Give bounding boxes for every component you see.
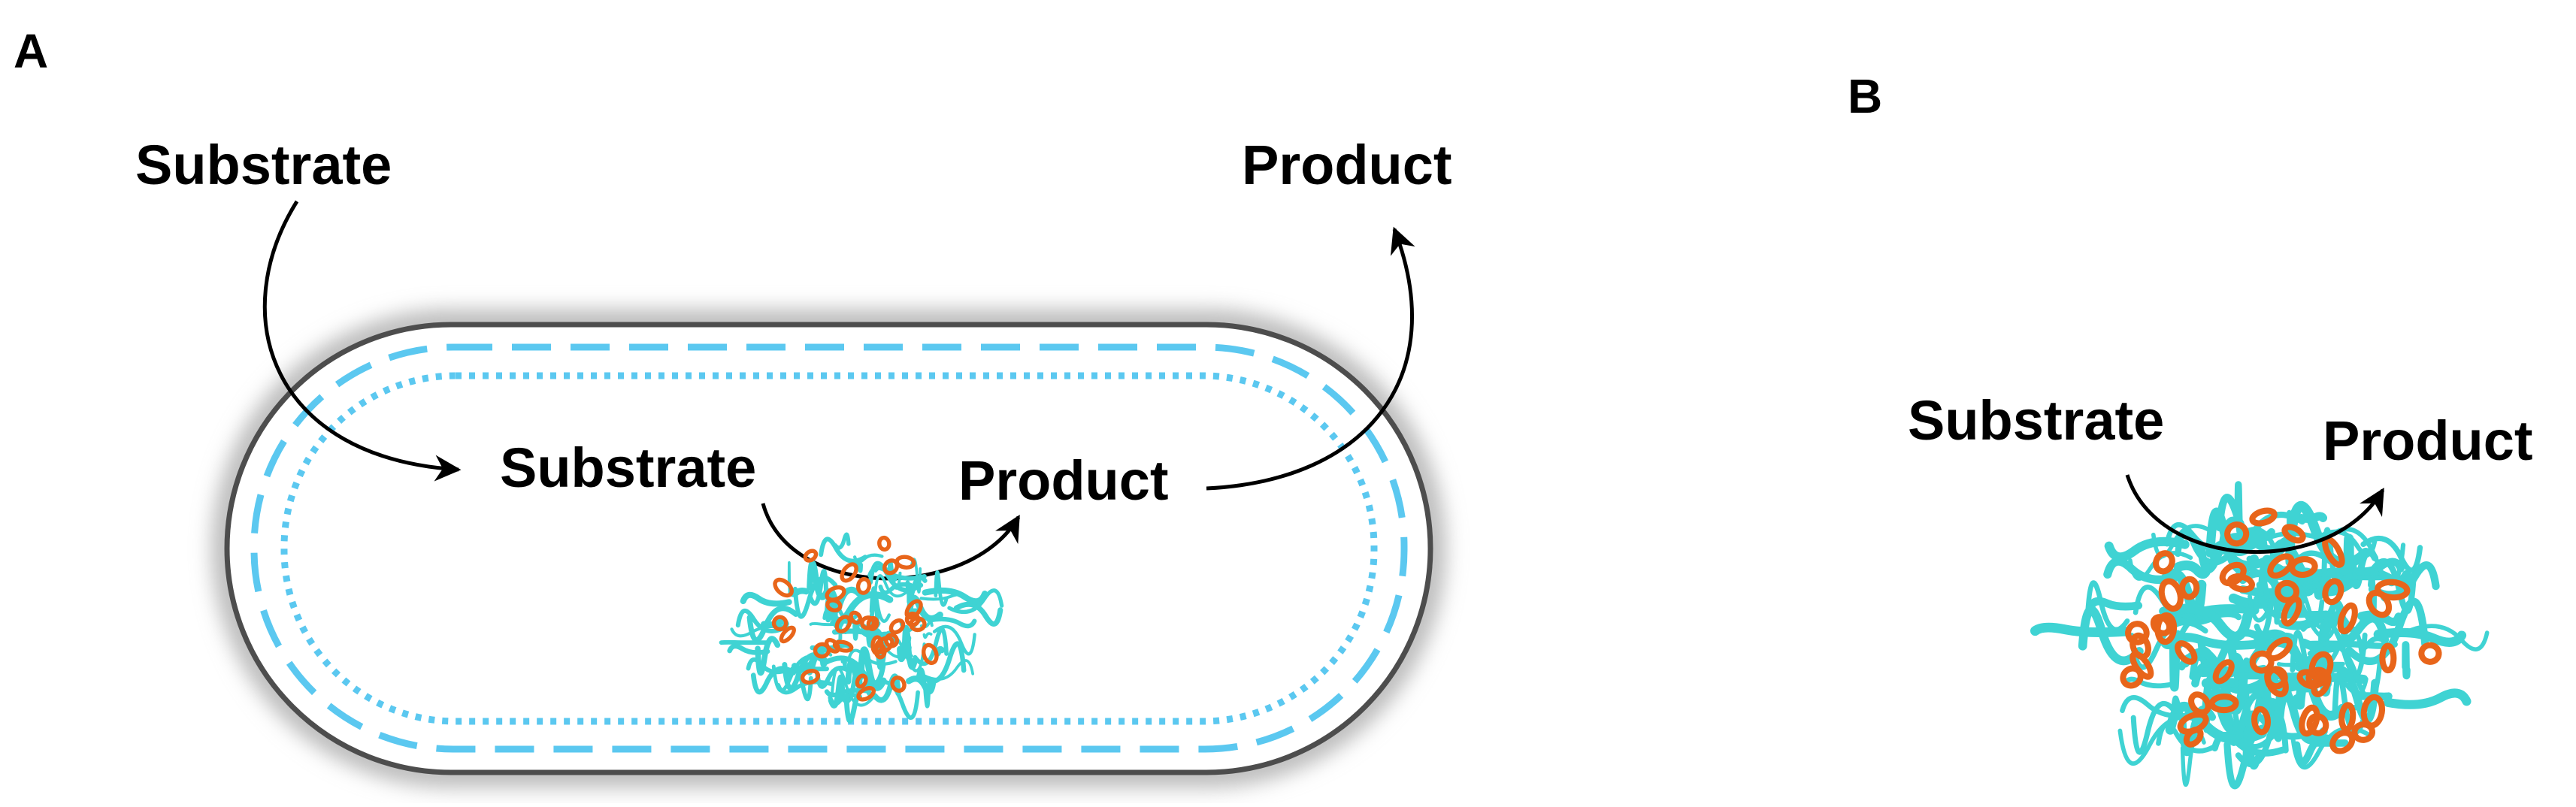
protein-helix [2251, 509, 2275, 526]
protein-strand [909, 638, 910, 640]
inside-substrate-label: Substrate [500, 437, 756, 499]
enzyme-protein-icon [2035, 485, 2487, 786]
outside-product-label: Product [1242, 134, 1452, 196]
cell-icon [226, 323, 1432, 774]
protein-strand [2405, 645, 2407, 676]
panel-label-a: A [14, 24, 48, 78]
panel-label-b: B [1848, 69, 1882, 123]
panel-b-product-label: Product [2323, 410, 2533, 472]
protein-strand [2388, 693, 2466, 704]
protein-helix [2420, 644, 2439, 663]
protein-strand [2092, 601, 2139, 606]
protein-strand [2347, 539, 2350, 575]
outside-substrate-label: Substrate [135, 134, 392, 196]
inside-product-label: Product [958, 449, 1169, 512]
protein-strand [843, 660, 846, 666]
panel-b-substrate-label: Substrate [1908, 389, 2164, 452]
